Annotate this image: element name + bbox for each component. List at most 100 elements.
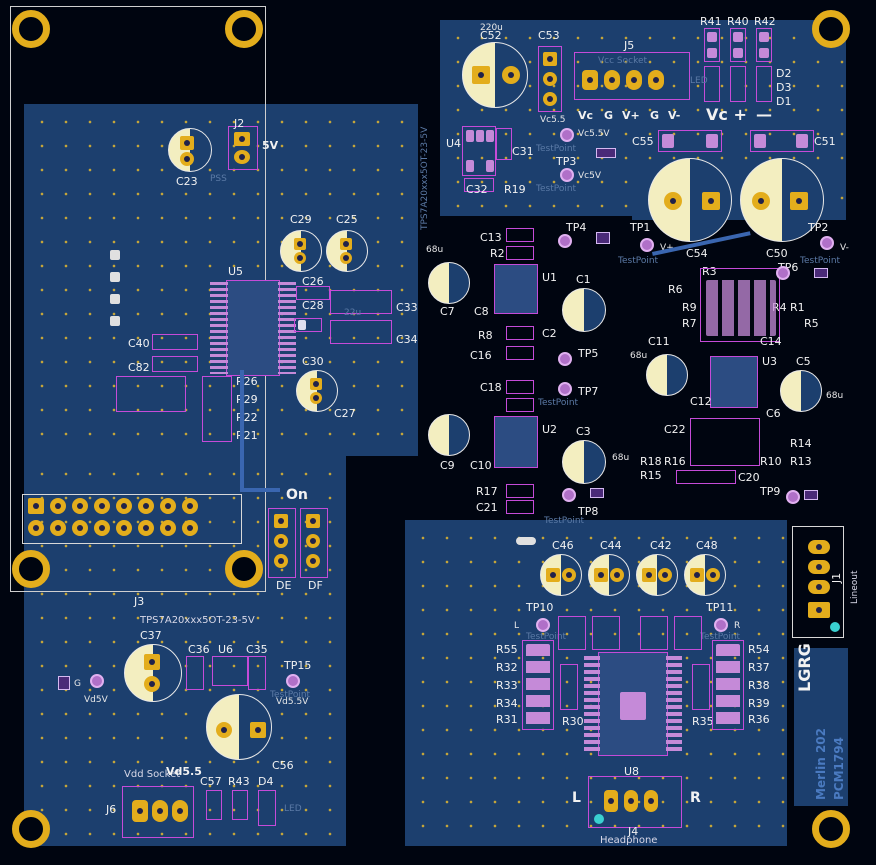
- ref-c20: C20: [738, 471, 760, 484]
- footprint-df: [300, 508, 328, 578]
- footprint-j3: [22, 494, 242, 544]
- footprint-j4: [588, 776, 682, 828]
- pad: [298, 320, 306, 330]
- capacitor-c27: [296, 370, 338, 412]
- pad: [707, 48, 717, 58]
- pad: [294, 252, 306, 264]
- footprint-c53: [538, 46, 562, 112]
- silk-vd55: Vd5.5: [166, 765, 202, 778]
- test-point-icon[interactable]: [536, 618, 550, 632]
- ref-r16: R16: [664, 455, 686, 468]
- ref-c21: C21: [476, 501, 498, 514]
- test-point-icon[interactable]: [562, 488, 576, 502]
- mounting-hole-icon: [12, 10, 50, 48]
- pad: [808, 580, 830, 594]
- test-point-icon[interactable]: [560, 168, 574, 182]
- ref-c36: C36: [188, 643, 210, 656]
- ref-r55: R55: [496, 643, 518, 656]
- silk-vc55: Vc5.5: [540, 115, 566, 125]
- footprint-c16: [506, 346, 534, 360]
- pad: [466, 160, 474, 172]
- j3-pin: [94, 498, 110, 514]
- ref-c2: C2: [542, 327, 557, 340]
- capacitor-c1: [562, 288, 606, 332]
- ref-c16: C16: [470, 349, 492, 362]
- pad: [250, 722, 266, 738]
- gnd-pad-icon[interactable]: [804, 490, 818, 500]
- gnd-pad-icon[interactable]: [814, 268, 828, 278]
- pad: [110, 294, 120, 304]
- gnd-pad-icon[interactable]: [596, 148, 616, 158]
- pad: [340, 252, 352, 264]
- ref-c51: C51: [814, 135, 836, 148]
- ref-tp9: TP9: [760, 485, 781, 498]
- ref-c56: C56: [272, 759, 294, 772]
- ref-u2: U2: [542, 423, 558, 436]
- pad: [662, 134, 674, 148]
- test-point-icon[interactable]: [558, 352, 572, 366]
- pad: [658, 568, 672, 582]
- pad: [310, 378, 322, 390]
- footprint-r30: [560, 664, 578, 710]
- pad: [624, 790, 638, 812]
- test-point-icon[interactable]: [820, 236, 834, 250]
- pad: [648, 70, 664, 90]
- pad: [466, 130, 474, 142]
- silk-lineout: Lineout: [850, 570, 860, 605]
- test-point-icon[interactable]: [714, 618, 728, 632]
- j3-pin: [50, 520, 66, 536]
- footprint-c51: [750, 130, 814, 152]
- test-point-icon[interactable]: [90, 674, 104, 688]
- u5-pins-right: [278, 282, 296, 374]
- silk-vc55v: Vc5.5V: [578, 129, 610, 139]
- footprint-c32: [464, 178, 494, 192]
- pad: [610, 568, 624, 582]
- silk-r-headphone: R: [690, 790, 701, 806]
- silk-vd5v: Vd5V: [84, 695, 108, 705]
- j3-pin: [182, 520, 198, 536]
- pad: [306, 534, 320, 548]
- gnd-pad-icon[interactable]: [596, 232, 610, 244]
- gnd-pad-icon[interactable]: [58, 676, 70, 690]
- pad: [808, 560, 830, 574]
- test-point-icon[interactable]: [286, 674, 300, 688]
- footprint-c33: [330, 290, 392, 314]
- ref-c10: C10: [470, 459, 492, 472]
- ref-u4: U4: [446, 137, 462, 150]
- pad: [234, 132, 250, 146]
- pad: [486, 130, 494, 142]
- test-point-icon[interactable]: [776, 266, 790, 280]
- pad: [754, 134, 766, 148]
- pad: [180, 152, 194, 166]
- pad: [110, 272, 120, 282]
- ref-c40: C40: [128, 337, 150, 350]
- ref-j2: J2: [234, 117, 245, 130]
- ref-r9: R9: [682, 301, 697, 314]
- u20-pins-left: [584, 656, 600, 752]
- test-point-icon[interactable]: [558, 382, 572, 396]
- pad: [644, 790, 658, 812]
- silk-testpoint: TestPoint: [544, 516, 585, 526]
- ref-r36: R36: [748, 713, 770, 726]
- silk-vcc-socket: Vcc Socket: [598, 56, 648, 66]
- test-point-icon[interactable]: [786, 490, 800, 504]
- ref-c27: C27: [334, 407, 356, 420]
- test-point-icon[interactable]: [560, 128, 574, 142]
- pad: [110, 250, 120, 260]
- ref-c3: C3: [576, 425, 591, 438]
- ref-j6: J6: [106, 803, 117, 816]
- pad: [486, 160, 494, 172]
- test-point-icon[interactable]: [558, 234, 572, 248]
- ref-r42: R42: [754, 15, 776, 28]
- trace: [240, 488, 280, 492]
- pad: [604, 790, 618, 812]
- ref-c55: C55: [632, 135, 654, 148]
- ref-c54: C54: [686, 247, 708, 260]
- silk-testpoint: TestPoint: [800, 256, 841, 266]
- pad: [562, 568, 576, 582]
- gnd-pad-icon[interactable]: [590, 488, 604, 498]
- silk-l-headphone: L: [572, 790, 581, 806]
- pad: [706, 280, 776, 336]
- test-point-icon[interactable]: [640, 238, 654, 252]
